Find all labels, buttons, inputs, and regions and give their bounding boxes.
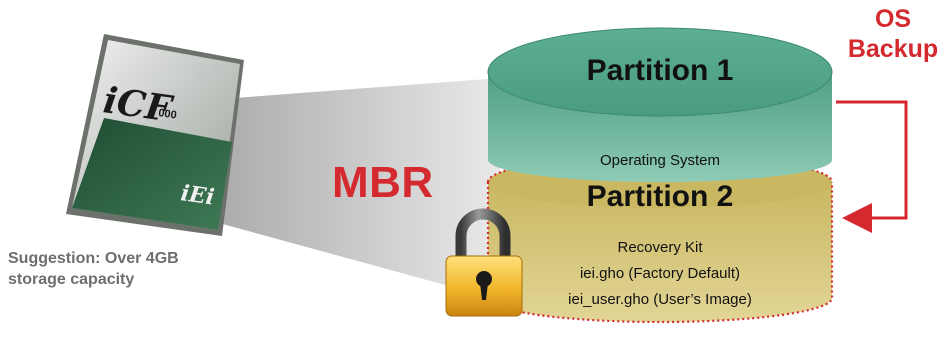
- os-backup-line1: OS: [874, 5, 912, 33]
- user-image-label: iei_user.gho (User’s Image): [568, 291, 752, 308]
- os-backup-arrow: [836, 100, 908, 233]
- partition-2-title: Partition 2: [586, 180, 734, 213]
- padlock-icon: [445, 208, 523, 317]
- card-vendor-logo: iEi: [179, 180, 216, 210]
- suggestion-note: Suggestion: Over 4GB storage capacity: [8, 248, 268, 290]
- os-backup-label: OS Backup: [838, 4, 948, 64]
- mbr-beam: [208, 78, 500, 300]
- card-brand-main: iCF: [101, 79, 176, 130]
- suggestion-line2: storage capacity: [8, 271, 135, 288]
- recovery-kit-label: Recovery Kit: [617, 239, 703, 256]
- factory-image-label: iei.gho (Factory Default): [579, 265, 741, 282]
- cf-card: iCF 000 iEi: [66, 34, 244, 236]
- partition-1-subtitle: Operating System: [599, 152, 721, 169]
- mbr-label: MBR: [332, 158, 434, 207]
- suggestion-line1: Suggestion: Over 4GB: [8, 250, 179, 267]
- partition-1-cylinder: [487, 27, 833, 182]
- card-brand-sub: 000: [158, 107, 178, 121]
- partition-1-title: Partition 1: [586, 54, 734, 87]
- os-backup-line2: Backup: [847, 35, 939, 63]
